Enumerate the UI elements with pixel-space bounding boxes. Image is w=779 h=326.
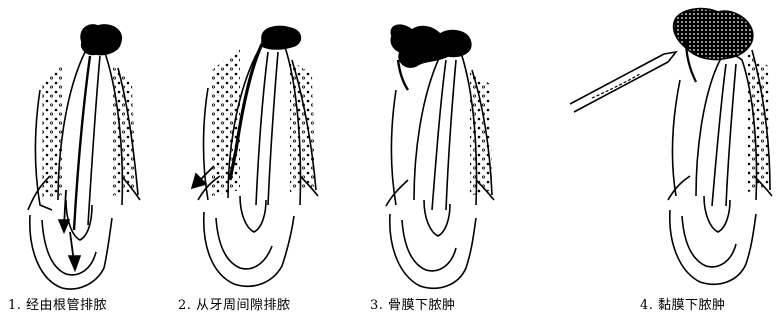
panel-4-tooth [570, 9, 772, 285]
panel-3-bone-left [392, 90, 397, 205]
panel-3-tooth [386, 25, 494, 288]
panel-1-root-canal [74, 56, 90, 230]
panel-3-bone-texture-right [470, 72, 492, 196]
panel-2-crown [204, 212, 294, 286]
panel-2-root-canal [256, 52, 268, 205]
panel-3-crown-inner [402, 220, 456, 271]
panel-2-abscess [262, 26, 300, 49]
panel-4-needle-tip [664, 52, 676, 62]
panel-2-drain-arrow [200, 166, 214, 180]
panel-3-abscess [391, 25, 471, 67]
panel-4-crown-inner [682, 216, 736, 267]
diagram-illustrations [0, 0, 779, 300]
panel-1-tooth [28, 25, 140, 289]
panel-4-bone-texture-right [748, 52, 770, 192]
panel-3-root-canal-2 [446, 60, 456, 210]
panel-2-bone-texture-left [212, 48, 240, 196]
panel-4-needle-lumen [592, 74, 640, 98]
panel-4-root-canal-2 [726, 64, 736, 206]
panel-2-pulp-chamber [240, 196, 266, 232]
panel-4-abscess [674, 9, 753, 60]
panel-2-bone-texture-right [290, 60, 316, 192]
panel-2-crown-inner [216, 218, 272, 269]
panel-4-bone-left [673, 80, 680, 196]
panel-2-caption: 2. 从牙周间隙排脓 [178, 296, 291, 316]
panel-4-tooth-outline [696, 56, 756, 201]
panel-1-abscess [81, 25, 121, 55]
panel-1-root-canal-2 [88, 56, 100, 225]
panel-3-caption: 3. 骨膜下脓肿 [370, 296, 456, 316]
panel-4-caption: 4. 黏膜下脓肿 [640, 296, 726, 316]
panel-1-caption: 1. 经由根管排脓 [8, 296, 107, 316]
panel-2-root-canal-2 [268, 52, 278, 205]
panel-4-needle-body [570, 54, 668, 112]
panel-1-drain-arrowhead-2 [69, 256, 80, 270]
panel-1-bone-texture-right [112, 66, 136, 196]
panel-2-tooth [192, 26, 318, 286]
panel-4-root-canal [712, 64, 726, 206]
panel-1-drain-arrowhead-1 [59, 220, 69, 232]
panel-3-root-canal [432, 60, 446, 210]
panel-3-tooth-outline [414, 52, 476, 206]
